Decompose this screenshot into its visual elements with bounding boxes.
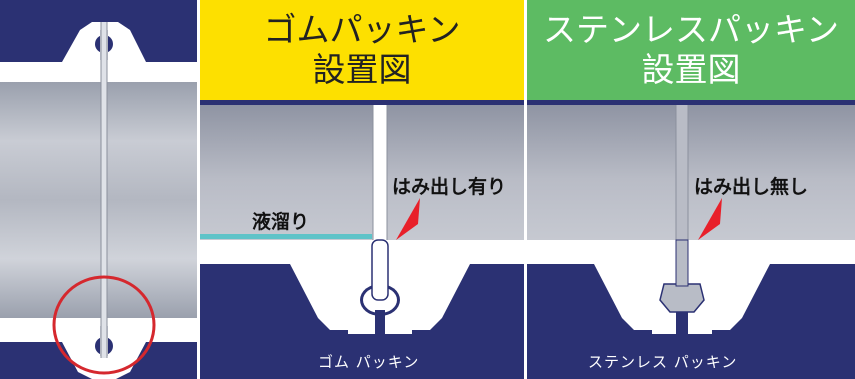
rubber-title-line2: 設置図 [312,50,412,89]
stainless-header-bg [527,0,855,100]
overview-panel [0,0,197,379]
divider-1 [197,0,200,379]
rubber-header-bg [200,0,524,100]
rubber-white-band [200,240,524,264]
liquid-pool-line [200,234,372,239]
rubber-gasket-gap [373,105,387,240]
stainless-pipe [527,105,855,240]
rubber-protrusion-label: はみ出し有り [392,176,507,198]
liquid-pool-label: 液溜り [252,211,310,233]
stainless-ferrule-left [594,264,652,330]
stainless-panel [527,0,855,379]
stainless-caption: ステンレス パッキン [588,353,738,371]
rubber-gasket-stem [371,239,389,301]
stainless-gasket-stem [675,239,689,287]
stainless-title-line1: ステンレスパッキン [542,10,839,49]
rubber-ferrule-right [412,264,470,330]
joint-gap [101,22,107,358]
stainless-protrusion-marker [698,198,722,240]
stainless-ferrule-right [712,264,770,330]
highlight-circle [52,275,156,375]
rubber-caption: ゴム パッキン [318,353,420,371]
rubber-header: ゴムパッキン 設置図 [200,0,524,100]
stainless-title-line2: 設置図 [641,50,741,89]
rubber-protrusion-marker [396,198,420,240]
stainless-gasket-line [676,105,688,240]
lower-flange-band [0,318,197,342]
stainless-white-band [527,240,855,264]
upper-flange-band [0,62,197,82]
stainless-gasket-body [659,283,705,313]
pipe-body [0,82,197,318]
stainless-header: ステンレスパッキン 設置図 [527,0,855,100]
rubber-ferrule-left [290,264,348,330]
divider-2 [524,0,527,379]
rubber-panel [200,0,524,379]
stainless-protrusion-label: はみ出し無し [694,176,809,198]
rubber-pipe [200,105,524,240]
rubber-title-line1: ゴムパッキン [263,10,461,49]
